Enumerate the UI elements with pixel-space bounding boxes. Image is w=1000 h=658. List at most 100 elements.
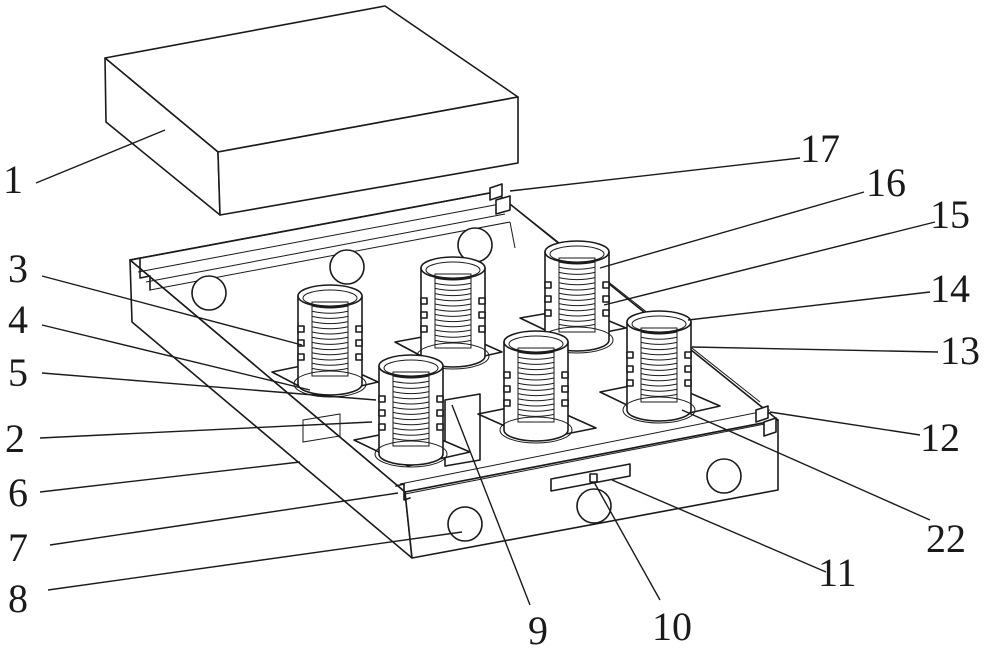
coil-winding [517, 361, 555, 365]
coil-winding [311, 310, 349, 314]
label-3: 3 [8, 246, 28, 291]
coil-assemblies [293, 240, 696, 468]
coil-winding [392, 396, 430, 400]
coil-winding [558, 297, 596, 301]
coil-core [640, 327, 678, 403]
coil-winding [434, 298, 472, 302]
coil-clamp [684, 365, 692, 373]
coil-winding [517, 382, 555, 386]
coil-winding [311, 367, 349, 371]
leader-6 [39, 461, 301, 493]
latch-block-front [755, 405, 777, 437]
back-rail-groove-2 [145, 213, 506, 283]
coil-winding [311, 321, 349, 325]
coil-winding [517, 403, 555, 407]
coil-clamp [544, 281, 552, 289]
leader-16 [599, 191, 865, 269]
coil-clamp [602, 295, 610, 303]
back-rail-groove-1 [137, 203, 501, 273]
coil-winding [640, 367, 678, 371]
back-hole-1 [191, 275, 227, 311]
coil-winding [392, 385, 430, 389]
coil-clamp [478, 297, 486, 305]
coil-clamp [684, 351, 692, 359]
lid-front-face [217, 96, 519, 216]
coil-winding [517, 393, 555, 397]
coil-winding [640, 383, 678, 387]
coil-inner-rim [549, 245, 605, 263]
coil-winding [517, 387, 555, 391]
front-hole-2 [576, 488, 612, 524]
coil-winding [517, 398, 555, 402]
coil-winding [434, 334, 472, 338]
label-2: 2 [5, 416, 25, 461]
label-11: 11 [818, 550, 857, 595]
coil-winding [434, 277, 472, 281]
coil-winding [558, 261, 596, 265]
coil-clamp [503, 385, 511, 393]
leader-15 [603, 221, 936, 306]
leader-22 [681, 409, 931, 521]
back-rail-notch [129, 257, 151, 291]
coil-core [434, 273, 472, 349]
coil-winding [640, 357, 678, 361]
coil-clamp [544, 295, 552, 303]
coil-winding [558, 292, 596, 296]
back-hole-2 [329, 249, 365, 285]
coil-clamp [378, 395, 386, 403]
coil-6 [622, 310, 696, 424]
label-9: 9 [528, 608, 548, 653]
leader-13 [691, 346, 939, 353]
coil-winding [434, 324, 472, 328]
coil-winding [311, 331, 349, 335]
coil-winding [392, 422, 430, 426]
front-hole-3 [706, 458, 742, 494]
coil-winding [517, 408, 555, 412]
leader-1 [35, 129, 166, 184]
coil-winding [311, 336, 349, 340]
coil-winding [517, 367, 555, 371]
coil-shell [378, 365, 444, 466]
coil-rim [378, 354, 444, 378]
coil-rim [503, 330, 569, 354]
coil-winding [640, 347, 678, 351]
coil-winding [640, 393, 678, 397]
coil-winding [640, 341, 678, 345]
coil-inner-rim [508, 335, 564, 353]
label-7: 7 [8, 525, 28, 570]
coil-core [517, 347, 555, 423]
lid-box [104, 5, 519, 216]
label-8: 8 [8, 576, 28, 621]
coil-clamp [420, 325, 428, 333]
coil-clamp [420, 297, 428, 305]
coil-clamp [297, 339, 305, 347]
coil-winding [392, 417, 430, 421]
coil-winding [434, 282, 472, 286]
leader-14 [687, 291, 931, 321]
label-17: 17 [800, 126, 840, 171]
coil-core [558, 257, 596, 333]
coil-shell [420, 267, 486, 368]
coil-winding [434, 293, 472, 297]
coil-clamp [378, 409, 386, 417]
coil-winding [558, 271, 596, 275]
label-15: 15 [930, 192, 970, 237]
front-rail-groove-2 [404, 421, 776, 495]
coil-rim [626, 310, 692, 334]
coil-winding [558, 277, 596, 281]
coil-winding [311, 362, 349, 366]
right-rail-line [494, 191, 761, 403]
coil-clamp [436, 395, 444, 403]
coil-clamp [626, 379, 634, 387]
coil-winding [311, 305, 349, 309]
coil-winding [640, 331, 678, 335]
coil-clamp [626, 365, 634, 373]
coil-winding [434, 339, 472, 343]
coil-clamp [436, 409, 444, 417]
coil-clamp [684, 379, 692, 387]
coil-winding [434, 303, 472, 307]
coil-clamp [297, 325, 305, 333]
coil-clamp [436, 423, 444, 431]
coil-winding [517, 372, 555, 376]
coil-clamp [378, 423, 386, 431]
